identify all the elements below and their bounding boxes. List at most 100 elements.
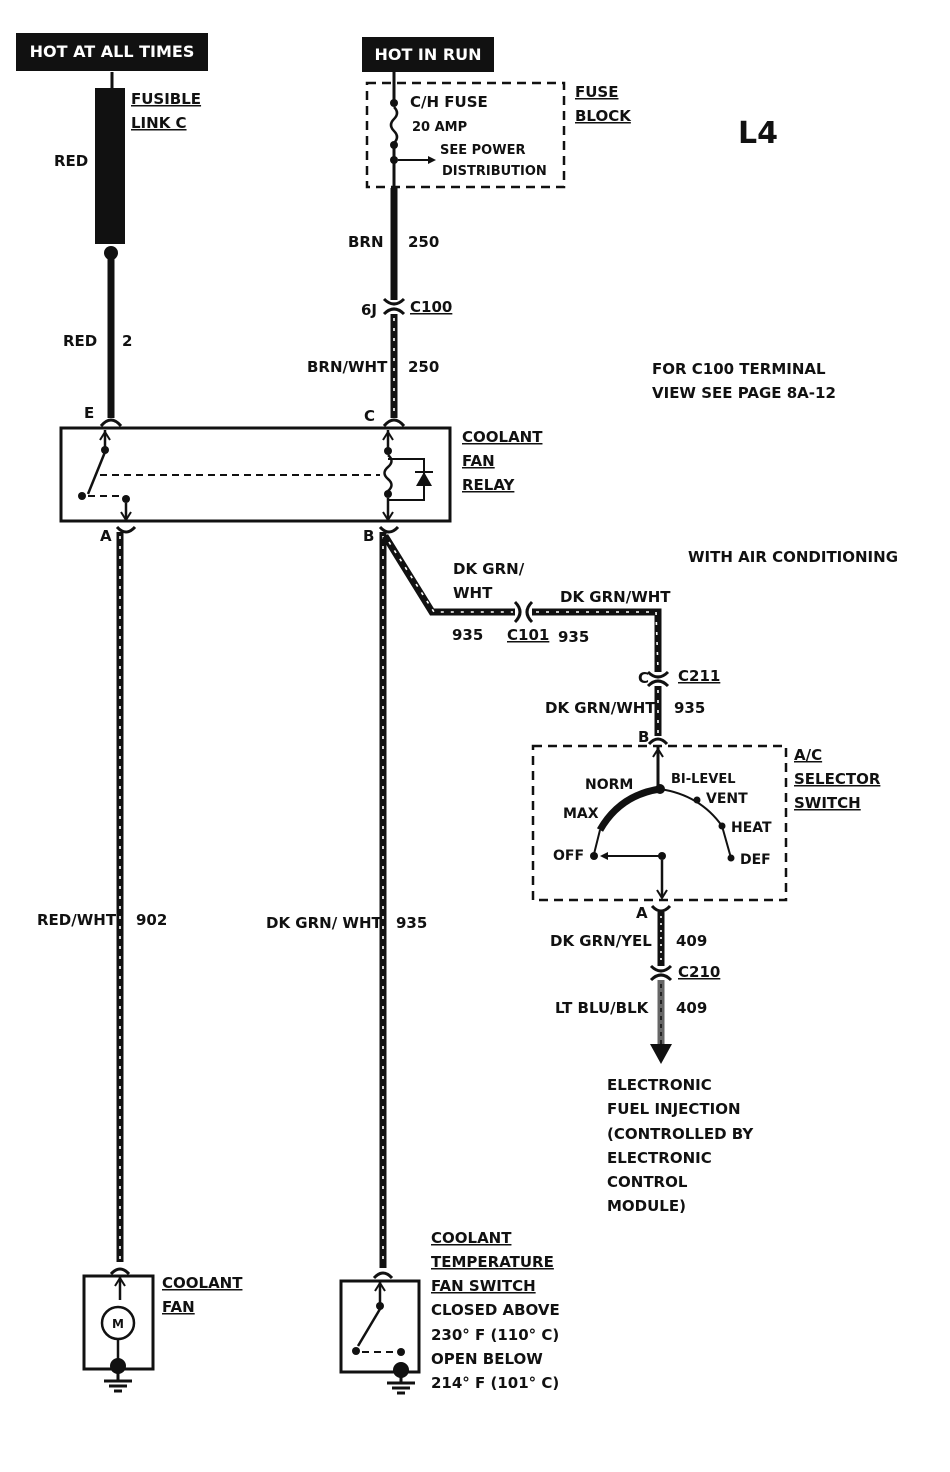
selector-pin-b: B (638, 728, 649, 746)
position-max: MAX (563, 806, 599, 822)
wire-red-2-number: 2 (122, 332, 132, 350)
relay-diode-loop (388, 458, 425, 501)
efi-line-2: FUEL INJECTION (607, 1100, 741, 1118)
diode-icon (416, 472, 432, 486)
position-bilevel: BI-LEVEL (671, 772, 736, 787)
fusible-link-label-2: LINK C (131, 114, 187, 132)
wire-dk-grn-wht-color: DK GRN/ WHT (266, 914, 383, 932)
c100-label: C100 (410, 298, 452, 316)
relay-pin-b: B (363, 527, 374, 545)
efi-line-6: MODULE) (607, 1197, 686, 1215)
hot-at-all-times-header (16, 33, 208, 71)
position-vent: VENT (706, 791, 748, 807)
wire-branch-color-2: WHT (453, 584, 493, 602)
wire-dk-grn-yel-color: DK GRN/YEL (550, 932, 652, 950)
temp-switch-label-3: FAN SWITCH (431, 1277, 536, 1295)
fusible-link-label-1: FUSIBLE (131, 90, 201, 108)
see-power-1: SEE POWER (440, 143, 525, 158)
efi-line-1: ELECTRONIC (607, 1076, 712, 1094)
engine-code: L4 (738, 116, 778, 151)
hot-at-all-times-label: HOT AT ALL TIMES (30, 42, 195, 61)
c211-label: C211 (678, 667, 720, 685)
wire-c101-number: 935 (558, 628, 589, 646)
selector-label-1: A/C (794, 746, 822, 764)
wire-c211-number: 935 (674, 699, 705, 717)
hot-in-run-header (362, 37, 494, 72)
relay-pin-e: E (84, 404, 94, 422)
c101-connector-right (525, 600, 534, 624)
position-off: OFF (553, 848, 584, 864)
position-heat: HEAT (731, 820, 772, 836)
position-norm: NORM (585, 777, 633, 793)
efi-line-5: CONTROL (607, 1173, 688, 1191)
see-power-2: DISTRIBUTION (442, 164, 547, 179)
wire-brn-wht-number: 250 (408, 358, 439, 376)
motor-label: M (112, 1317, 124, 1331)
coolant-fan-label-1: COOLANT (162, 1274, 243, 1292)
hot-in-run-label: HOT IN RUN (374, 45, 481, 64)
selector-label-2: SELECTOR (794, 770, 881, 788)
wire-lt-blu-blk-color: LT BLU/BLK (555, 999, 650, 1017)
ground-icon (104, 1379, 132, 1393)
selector-pin-a: A (636, 904, 648, 922)
wire-dk-grn-wht-number: 935 (396, 914, 427, 932)
c211-pin: C (638, 669, 649, 687)
c100-note-2: VIEW SEE PAGE 8A-12 (652, 384, 836, 402)
relay-label-1: COOLANT (462, 428, 543, 446)
wire-c101-color: DK GRN/WHT (560, 588, 671, 606)
wire-red-wht-number: 902 (136, 911, 167, 929)
wire-brn-number: 250 (408, 233, 439, 251)
wire-lt-blu-blk-number: 409 (676, 999, 707, 1017)
wire-red-wht-color: RED/WHT (37, 911, 117, 929)
wire-c211-color: DK GRN/WHT (545, 699, 656, 717)
c100-connector-top (382, 297, 406, 306)
fuse-block (365, 81, 566, 189)
fusible-link (95, 88, 125, 244)
with-air-conditioning: WITH AIR CONDITIONING (688, 548, 898, 566)
wire-red-top-label: RED (54, 152, 88, 170)
temp-switch-blade (356, 1308, 382, 1347)
temp-switch-label-6: OPEN BELOW (431, 1350, 543, 1368)
wire-dk-grn-yel-number: 409 (676, 932, 707, 950)
fuse-block-label-2: BLOCK (575, 107, 632, 125)
fuse-rating: 20 AMP (412, 120, 467, 135)
wire-brn-color: BRN (348, 233, 384, 251)
wire-dk-grn-wht-c101 (532, 608, 662, 672)
c100-note-1: FOR C100 TERMINAL (652, 360, 826, 378)
selector-label-3: SWITCH (794, 794, 861, 812)
temp-switch-label-7: 214° F (101° C) (431, 1374, 559, 1392)
c210-connector-top (649, 964, 673, 973)
relay-label-2: FAN (462, 452, 495, 470)
fuse-name: C/H FUSE (410, 93, 488, 111)
relay-pin-c: C (364, 407, 375, 425)
selector-arc-active (596, 785, 661, 832)
temp-switch-label-1: COOLANT (431, 1229, 512, 1247)
fuse-block-label-1: FUSE (575, 83, 618, 101)
coolant-fan-relay (59, 426, 452, 523)
relay-pin-e-connector (99, 418, 123, 428)
position-def: DEF (740, 852, 771, 868)
wire-branch-color-1: DK GRN/ (453, 560, 525, 578)
c211-connector-top (646, 670, 670, 679)
relay-switch-blade (86, 451, 107, 495)
fuse-symbol (389, 106, 399, 144)
relay-label-3: RELAY (462, 476, 516, 494)
wire-branch-number: 935 (452, 626, 483, 644)
efi-line-4: ELECTRONIC (607, 1149, 712, 1167)
c100-pin: 6J (361, 301, 377, 319)
relay-pin-a: A (100, 527, 112, 545)
efi-line-3: (CONTROLLED BY (607, 1125, 754, 1143)
arrow-down-icon (650, 1044, 672, 1064)
c101-label: C101 (507, 626, 549, 644)
wire-red-2-color: RED (63, 332, 97, 350)
temp-switch-label-2: TEMPERATURE (431, 1253, 554, 1271)
relay-pin-c-connector (382, 418, 406, 428)
c101-connector-left (513, 600, 522, 624)
ground-icon (387, 1381, 415, 1395)
relay-coil (383, 454, 393, 492)
wire-brn-wht-color: BRN/WHT (307, 358, 388, 376)
temp-switch-label-4: CLOSED ABOVE (431, 1301, 560, 1319)
c210-label: C210 (678, 963, 720, 981)
c211-connector-bottom (646, 679, 670, 688)
